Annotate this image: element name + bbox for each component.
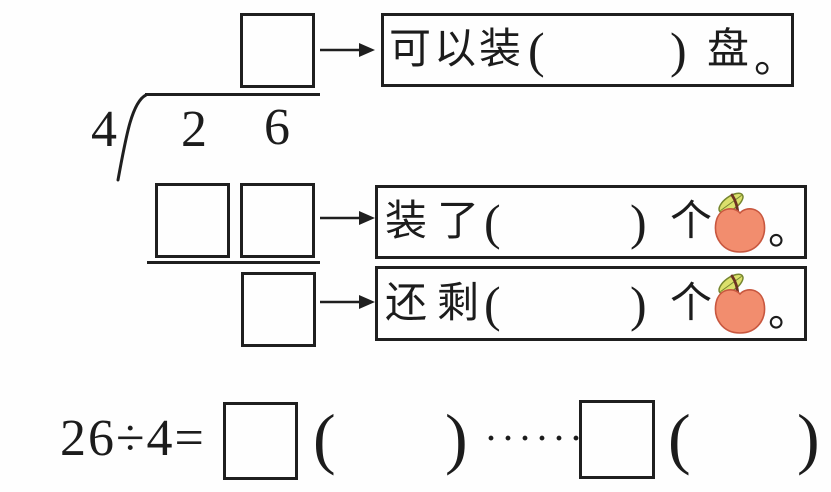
product-ones-blank-box[interactable]: [240, 183, 315, 258]
period-mark: 。: [754, 36, 794, 82]
arrow-right-icon: [320, 295, 375, 309]
quotient-blank-box[interactable]: [240, 13, 315, 88]
paren-open-icon: (: [313, 400, 336, 476]
dividend-ones: 6: [264, 99, 290, 156]
answer-box-packed: 装了 ( ) 个 。: [375, 185, 807, 259]
equation-quotient-box[interactable]: [223, 402, 298, 480]
answer-prefix: 装了: [385, 199, 490, 245]
answer-blank[interactable]: [554, 26, 664, 80]
answer-unit: 个: [670, 280, 713, 327]
remainder-blank-box[interactable]: [241, 272, 316, 347]
paren-close-icon: ): [670, 22, 687, 78]
period-mark: 。: [768, 208, 807, 254]
paren-close-icon: ): [630, 275, 647, 332]
paren-open-icon: (: [484, 194, 501, 250]
arrow-right-icon: [320, 211, 375, 225]
paren-close-icon: ): [630, 194, 647, 250]
division-vinculum: [145, 93, 320, 96]
apple-icon: [714, 192, 766, 253]
paren-open-icon: (: [484, 275, 501, 332]
answer-prefix: 还剩: [385, 280, 490, 327]
answer-blank[interactable]: [512, 279, 622, 333]
answer-prefix: 可以装: [389, 27, 525, 73]
equation-lhs: 26÷4=: [60, 410, 206, 467]
answer-unit: 盘: [707, 27, 750, 73]
period-mark: 。: [768, 289, 807, 336]
equation-quotient-unit-blank[interactable]: [345, 412, 443, 472]
dividend-tens: 2: [181, 101, 207, 158]
arrow-right-icon: [320, 43, 375, 57]
divisor: 4: [91, 101, 117, 158]
answer-unit: 个: [670, 199, 713, 245]
paren-close-icon: ): [445, 400, 468, 476]
division-bracket: [116, 93, 148, 182]
answer-box-remaining: 还剩 ( ) 个 。: [375, 266, 807, 341]
remainder-dots: ······: [486, 422, 589, 455]
paren-open-icon: (: [528, 22, 545, 78]
product-tens-blank-box[interactable]: [155, 183, 230, 258]
answer-blank[interactable]: [512, 198, 622, 252]
subtraction-line: [147, 261, 320, 264]
equation-remainder-box[interactable]: [579, 400, 655, 479]
equation-remainder-unit-blank[interactable]: [700, 412, 795, 472]
answer-box-plates: 可以装 ( ) 盘 。: [381, 13, 794, 87]
paren-close-icon: ): [797, 400, 820, 476]
apple-icon: [714, 273, 766, 334]
paren-open-icon: (: [668, 400, 691, 476]
